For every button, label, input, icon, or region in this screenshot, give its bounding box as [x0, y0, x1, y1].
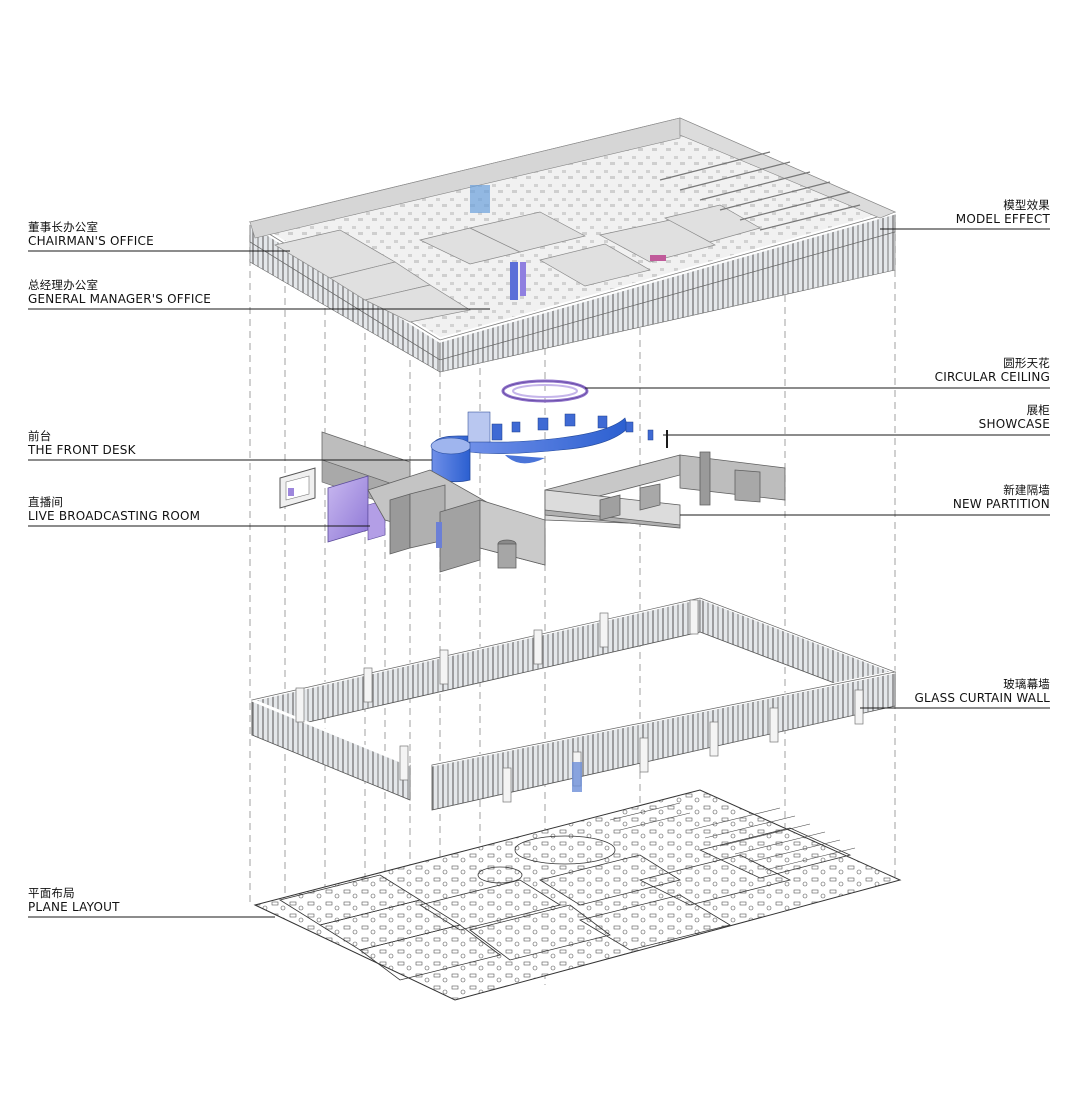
label-live-room-en: LIVE BROADCASTING ROOM — [28, 509, 201, 523]
label-live-room: 直播间 LIVE BROADCASTING ROOM — [28, 495, 200, 523]
label-gm-cn: 总经理办公室 — [28, 278, 99, 292]
label-chairman-en: CHAIRMAN'S OFFICE — [28, 234, 154, 248]
model-effect-layer — [248, 115, 903, 373]
label-model-effect-cn: 模型效果 — [1003, 198, 1050, 212]
leader-lines — [28, 228, 1050, 918]
label-partition-en: NEW PARTITION — [952, 497, 1050, 511]
label-front-desk: 前台 THE FRONT DESK — [28, 429, 136, 457]
label-showcase-cn: 展柜 — [1026, 403, 1050, 417]
label-chairman: 董事长办公室 CHAIRMAN'S OFFICE — [28, 220, 154, 248]
label-partition-cn: 新建隔墙 — [1003, 483, 1050, 497]
plan-outline — [253, 789, 902, 1001]
label-front-desk-cn: 前台 — [28, 429, 52, 443]
label-chairman-cn: 董事长办公室 — [28, 220, 99, 234]
label-gm-en: GENERAL MANAGER'S OFFICE — [28, 292, 212, 306]
label-ceiling-en: CIRCULAR CEILING — [934, 370, 1050, 384]
showcase-and-front-desk — [430, 411, 668, 483]
label-plane-layout: 平面布局 PLANE LAYOUT — [28, 886, 120, 914]
label-showcase-en: SHOWCASE — [978, 417, 1050, 431]
glass-curtain-wall-layer — [251, 596, 897, 811]
label-front-desk-en: THE FRONT DESK — [28, 443, 136, 457]
label-model-effect: 模型效果 MODEL EFFECT — [956, 198, 1050, 226]
label-new-partition: 新建隔墙 NEW PARTITION — [953, 483, 1050, 511]
label-general-manager: 总经理办公室 GENERAL MANAGER'S OFFICE — [28, 278, 211, 306]
circular-ceiling — [501, 379, 589, 403]
left-partitions — [279, 431, 546, 573]
plane-layout-layer — [253, 789, 902, 1001]
label-model-effect-en: MODEL EFFECT — [955, 212, 1050, 226]
label-glass-wall-cn: 玻璃幕墙 — [1003, 677, 1050, 691]
live-room-panel — [327, 475, 369, 543]
new-partition — [544, 451, 786, 529]
label-glass-wall-en: GLASS CURTAIN WALL — [914, 691, 1050, 705]
label-showcase: 展柜 SHOWCASE — [979, 403, 1050, 431]
label-ceiling-cn: 圆形天花 — [1003, 356, 1050, 370]
label-circular-ceiling: 圆形天花 CIRCULAR CEILING — [935, 356, 1050, 384]
label-plane-layout-en: PLANE LAYOUT — [28, 900, 120, 914]
label-plane-layout-cn: 平面布局 — [28, 886, 75, 900]
label-glass-curtain-wall: 玻璃幕墙 GLASS CURTAIN WALL — [915, 677, 1050, 705]
label-live-room-cn: 直播间 — [28, 495, 64, 509]
